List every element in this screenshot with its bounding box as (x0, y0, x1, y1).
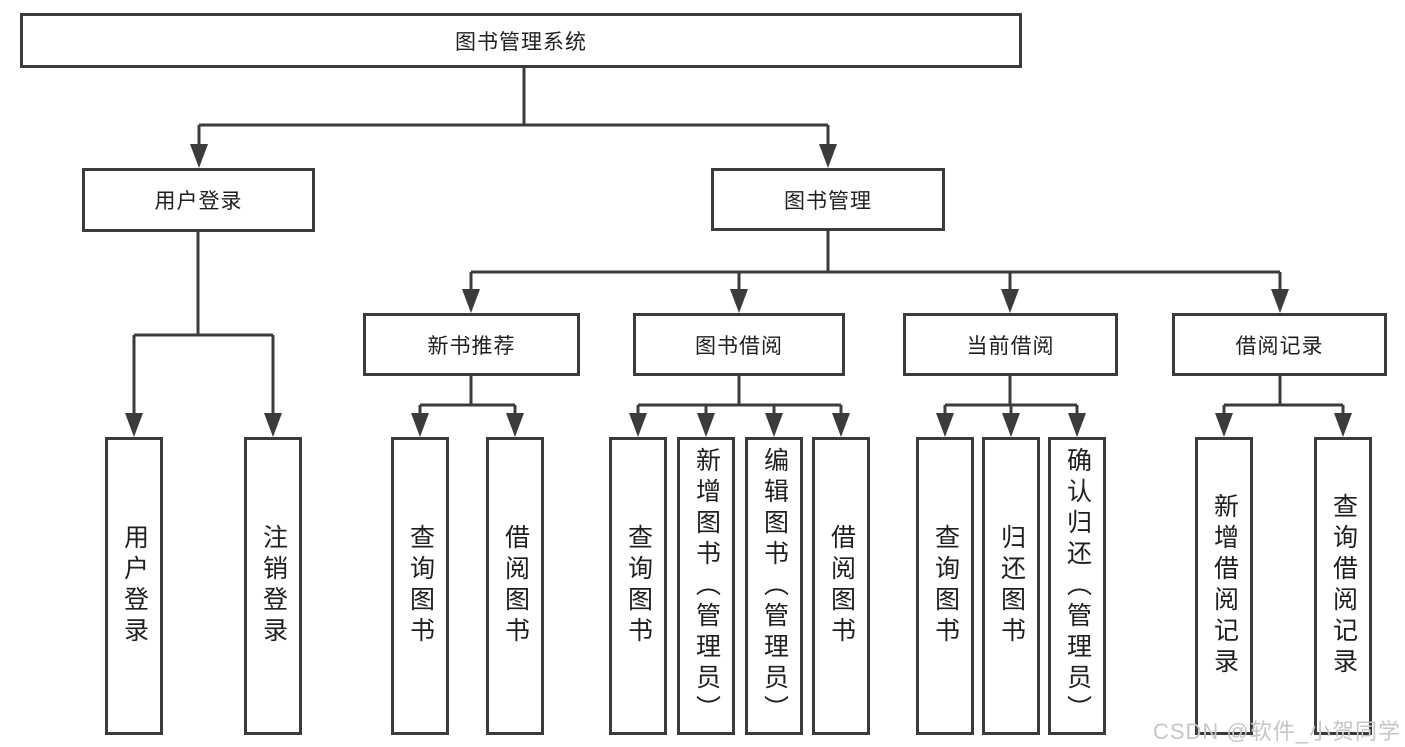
leaf-label: 查询图书 (624, 524, 653, 648)
leaf-user-login: 用户登录 (105, 437, 163, 735)
leaf-label: 编辑图书（管理员） (760, 446, 789, 726)
edge-userlogin-to-leaves (132, 232, 275, 419)
leaf-borrow-books: 借阅图书 (812, 437, 870, 735)
leaf-label: 确认归还（管理员） (1063, 446, 1092, 726)
arrowheads (125, 144, 1352, 437)
leaf-return-books: 归还图书 (982, 437, 1040, 735)
edge-current-to-leaves (943, 376, 1079, 419)
leaf-query-borrow-record: 查询借阅记录 (1314, 437, 1372, 735)
leaf-confirm-return-admin: 确认归还（管理员） (1048, 437, 1106, 735)
node-root: 图书管理系统 (20, 13, 1022, 68)
leaf-label: 借阅图书 (501, 524, 530, 648)
leaf-label: 新增图书（管理员） (692, 446, 721, 726)
node-borrow-records: 借阅记录 (1172, 313, 1387, 376)
leaf-add-books-admin: 新增图书（管理员） (677, 437, 735, 735)
node-current-borrow: 当前借阅 (903, 313, 1118, 376)
csdn-watermark: CSDN @软件_小贺同学 (1152, 719, 1401, 744)
leaf-label: 借阅图书 (827, 524, 856, 648)
leaf-label: 新增借阅记录 (1210, 493, 1239, 679)
leaf-label: 归还图书 (997, 524, 1026, 648)
leaf-edit-books-admin: 编辑图书（管理员） (745, 437, 803, 735)
leaf-query-books-recommend: 查询图书 (391, 437, 449, 735)
node-book-management: 图书管理 (711, 168, 945, 231)
edge-root-to-level1 (197, 68, 830, 150)
leaf-query-books-current: 查询图书 (916, 437, 974, 735)
leaf-label: 查询图书 (406, 524, 435, 648)
edge-bookmgmt-to-level2 (469, 231, 1282, 295)
leaf-label: 查询借阅记录 (1329, 493, 1358, 679)
edge-newbook-to-leaves (418, 376, 517, 419)
node-new-book-recommend: 新书推荐 (363, 313, 580, 376)
edge-borrow-to-leaves (636, 376, 843, 419)
leaf-logout: 注销登录 (244, 437, 302, 735)
leaf-label: 用户登录 (120, 524, 149, 648)
edge-records-to-leaves (1222, 376, 1345, 419)
leaf-label: 查询图书 (931, 524, 960, 648)
leaf-label: 注销登录 (259, 524, 288, 648)
leaf-borrow-books-recommend: 借阅图书 (486, 437, 544, 735)
node-book-borrow: 图书借阅 (633, 313, 845, 376)
node-user-login-branch: 用户登录 (82, 168, 315, 232)
leaf-add-borrow-record: 新增借阅记录 (1195, 437, 1253, 735)
leaf-query-books-borrow: 查询图书 (609, 437, 667, 735)
